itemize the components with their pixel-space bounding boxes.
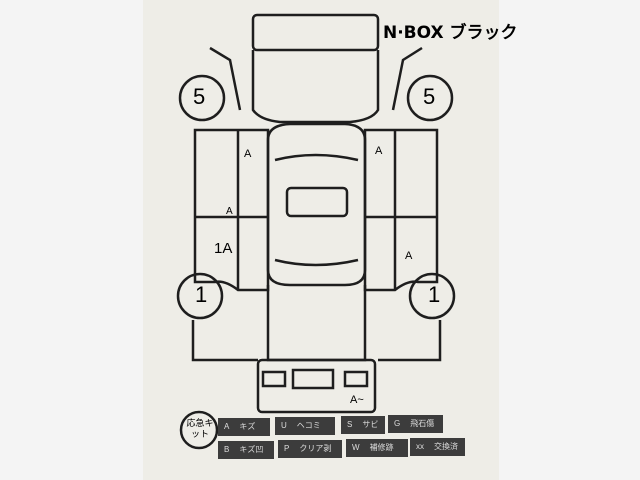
mark-right-rear-door: A <box>375 145 383 157</box>
mark-rear-left: 5 <box>193 84 206 109</box>
grille <box>291 368 335 390</box>
front-fenders <box>191 320 442 362</box>
mark-front-bumper: A~ <box>350 394 364 406</box>
hood <box>266 285 367 362</box>
mark-front-left: 1 <box>195 282 208 307</box>
wheel-front-right <box>408 272 456 320</box>
roof-lines <box>274 153 359 267</box>
left-rear-pillar <box>209 46 242 111</box>
mark-left-rear-door: A <box>244 148 252 160</box>
mark-rear-right: 5 <box>423 84 436 109</box>
repair-kit-stamp: 応急キット <box>186 418 214 439</box>
right-side <box>363 128 439 292</box>
mark-right-front-door: A <box>405 250 413 262</box>
stamp-circle <box>179 410 219 450</box>
rear-body <box>251 50 380 124</box>
inspection-sheet <box>143 0 499 480</box>
left-side <box>193 128 270 292</box>
headlight-left <box>261 370 287 388</box>
wheel-front-left <box>176 272 224 320</box>
mark-left-center: A <box>226 206 233 217</box>
mark-left-front-door: 1A <box>214 240 233 257</box>
mark-front-right: 1 <box>428 282 441 307</box>
sunroof <box>285 186 349 218</box>
right-rear-pillar <box>391 46 423 111</box>
headlight-right <box>343 370 369 388</box>
vehicle-title: N·BOX ブラック <box>383 23 518 43</box>
front-bumper <box>256 358 377 414</box>
wheel-rear-right <box>406 74 454 122</box>
rear-top <box>251 13 380 52</box>
wheel-rear-left <box>178 74 226 122</box>
